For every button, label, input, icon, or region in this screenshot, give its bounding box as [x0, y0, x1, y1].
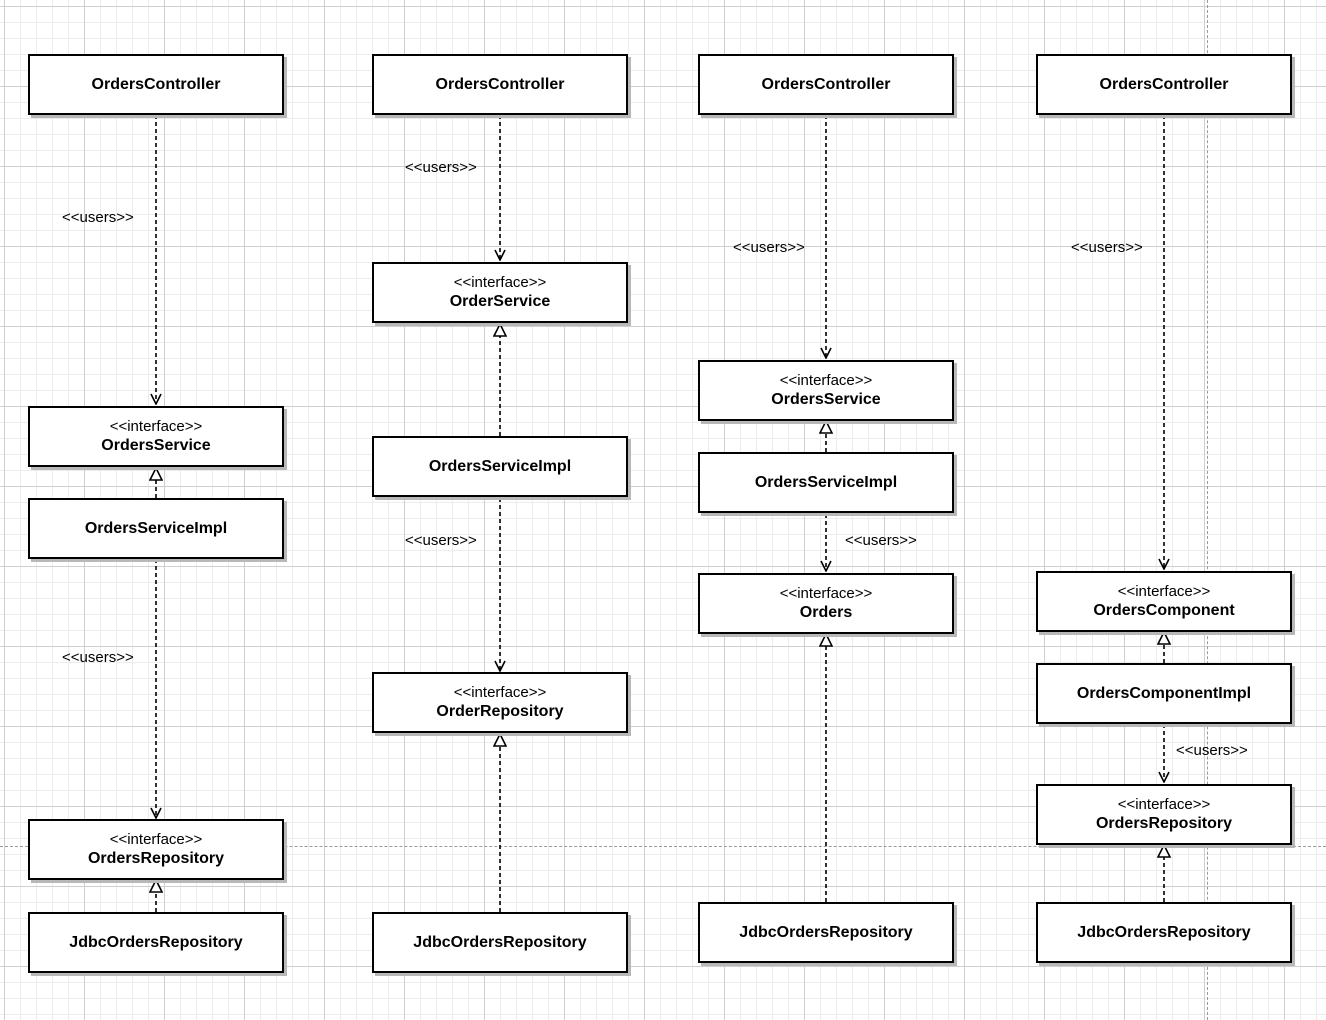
orders-controller-class[interactable]: OrdersController	[1036, 54, 1292, 115]
uses-label: <<users>>	[62, 209, 134, 226]
class-name: OrdersController	[1099, 75, 1229, 93]
interface-name: OrdersComponent	[1093, 602, 1235, 619]
orders-repository-interface[interactable]: <<interface>> OrdersRepository	[1036, 784, 1292, 845]
uses-label: <<users>>	[733, 239, 805, 256]
interface-name: OrdersService	[101, 437, 211, 454]
orders-service-impl-class[interactable]: OrdersServiceImpl	[698, 452, 954, 513]
class-name: OrdersComponentImpl	[1076, 684, 1252, 702]
uses-label: <<users>>	[1176, 742, 1248, 759]
orders-service-impl-class[interactable]: OrdersServiceImpl	[28, 498, 284, 559]
class-name: OrdersController	[91, 75, 221, 93]
interface-stereotype: <<interface>>	[109, 831, 203, 848]
interface-stereotype: <<interface>>	[779, 372, 873, 389]
interface-name: OrdersRepository	[87, 850, 225, 867]
interface-name: Orders	[799, 604, 853, 621]
interface-stereotype: <<interface>>	[109, 418, 203, 435]
orders-interface[interactable]: <<interface>> Orders	[698, 573, 954, 634]
uses-label: <<users>>	[845, 532, 917, 549]
orders-controller-class[interactable]: OrdersController	[698, 54, 954, 115]
uses-label: <<users>>	[405, 159, 477, 176]
class-name: JdbcOrdersRepository	[739, 923, 913, 941]
interface-name: OrderRepository	[436, 703, 564, 720]
interface-name: OrdersRepository	[1095, 815, 1233, 832]
orders-component-impl-class[interactable]: OrdersComponentImpl	[1036, 663, 1292, 724]
orders-repository-interface[interactable]: <<interface>> OrdersRepository	[28, 819, 284, 880]
interface-stereotype: <<interface>>	[453, 274, 547, 291]
interface-stereotype: <<interface>>	[779, 585, 873, 602]
orders-service-impl-class[interactable]: OrdersServiceImpl	[372, 436, 628, 497]
page-break-horizontal	[0, 846, 1326, 847]
order-service-interface[interactable]: <<interface>> OrderService	[372, 262, 628, 323]
uses-label: <<users>>	[1071, 239, 1143, 256]
class-name: JdbcOrdersRepository	[1077, 923, 1251, 941]
orders-controller-class[interactable]: OrdersController	[372, 54, 628, 115]
orders-service-interface[interactable]: <<interface>> OrdersService	[28, 406, 284, 467]
class-name: OrdersController	[435, 75, 565, 93]
class-name: JdbcOrdersRepository	[413, 933, 587, 951]
jdbc-orders-repository-class[interactable]: JdbcOrdersRepository	[372, 912, 628, 973]
order-repository-interface[interactable]: <<interface>> OrderRepository	[372, 672, 628, 733]
uses-label: <<users>>	[62, 649, 134, 666]
jdbc-orders-repository-class[interactable]: JdbcOrdersRepository	[1036, 902, 1292, 963]
jdbc-orders-repository-class[interactable]: JdbcOrdersRepository	[698, 902, 954, 963]
uses-label: <<users>>	[405, 532, 477, 549]
interface-stereotype: <<interface>>	[453, 684, 547, 701]
orders-service-interface[interactable]: <<interface>> OrdersService	[698, 360, 954, 421]
orders-component-interface[interactable]: <<interface>> OrdersComponent	[1036, 571, 1292, 632]
interface-name: OrdersService	[771, 391, 881, 408]
class-name: OrdersController	[761, 75, 891, 93]
page-break-vertical	[1207, 0, 1208, 1020]
class-name: OrdersServiceImpl	[428, 457, 572, 475]
interface-stereotype: <<interface>>	[1117, 583, 1211, 600]
class-name: JdbcOrdersRepository	[69, 933, 243, 951]
interface-name: OrderService	[449, 293, 551, 310]
class-name: OrdersServiceImpl	[754, 473, 898, 491]
interface-stereotype: <<interface>>	[1117, 796, 1211, 813]
jdbc-orders-repository-class[interactable]: JdbcOrdersRepository	[28, 912, 284, 973]
class-name: OrdersServiceImpl	[84, 519, 228, 537]
orders-controller-class[interactable]: OrdersController	[28, 54, 284, 115]
